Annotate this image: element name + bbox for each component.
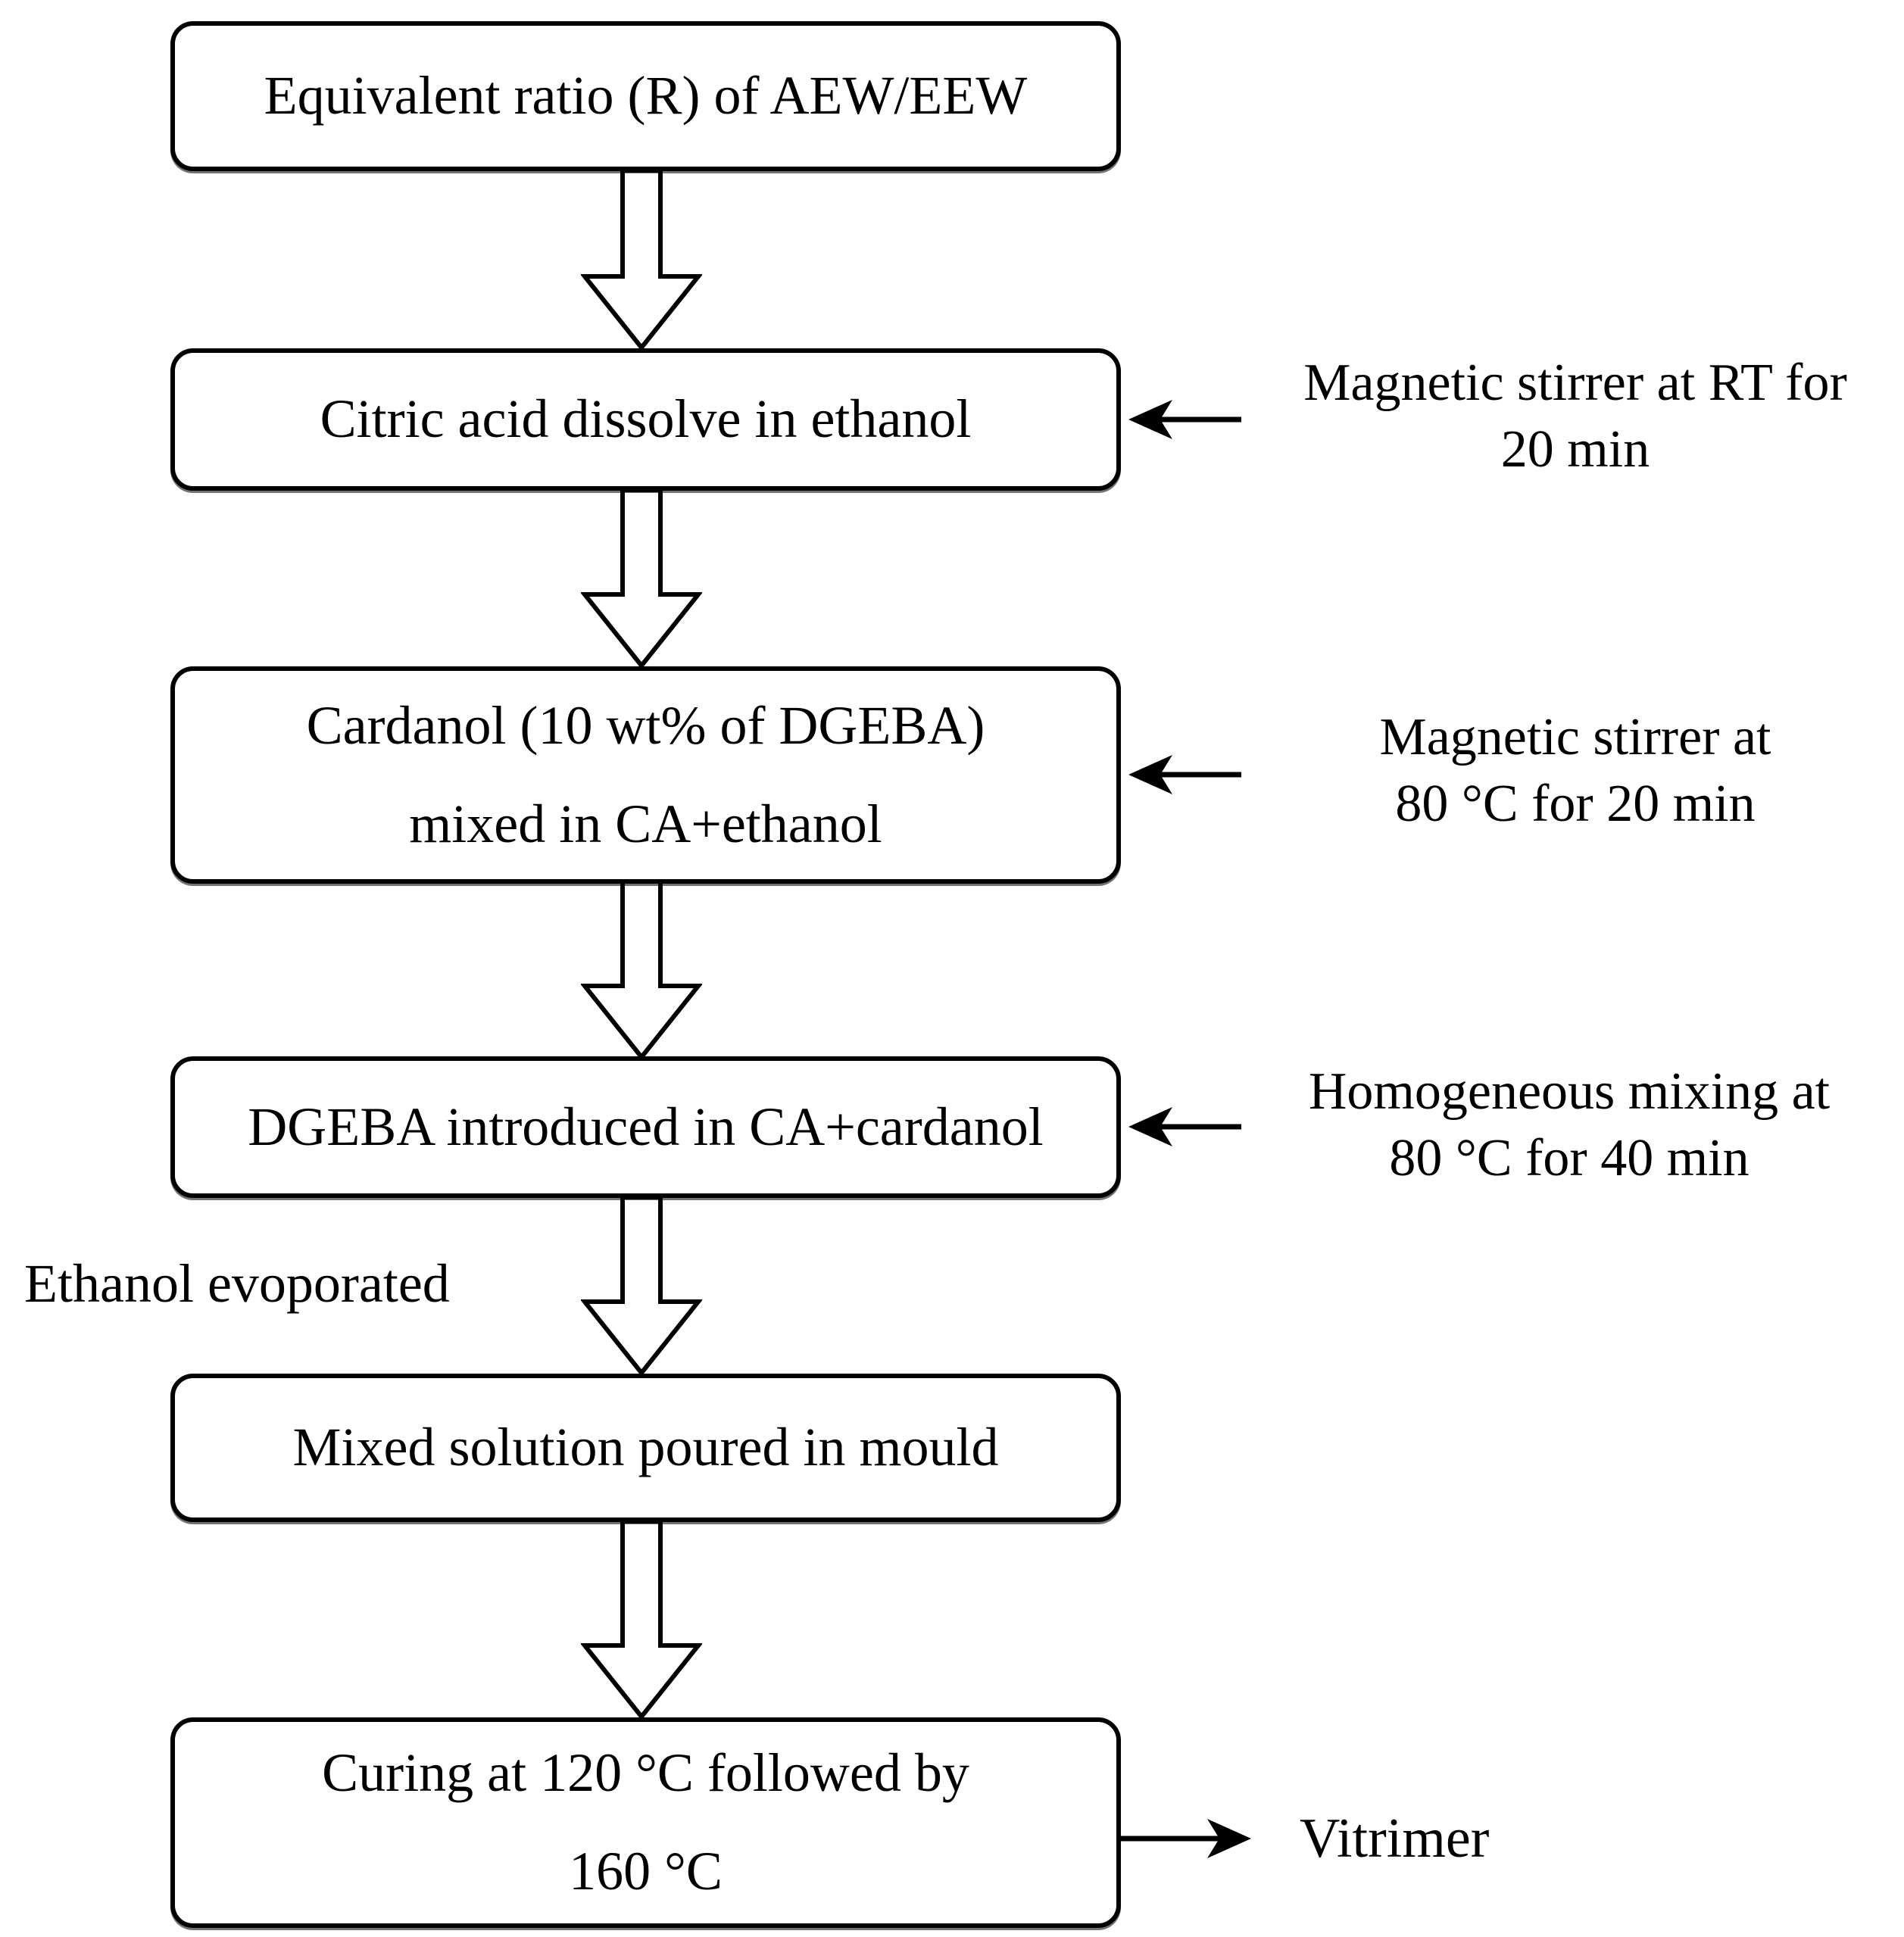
annotation-line1: Magnetic stirrer at RT for — [1303, 354, 1847, 412]
annotation-magnetic-stirrer-80c: Magnetic stirrer at 80 °C for 20 min — [1250, 704, 1901, 837]
arrow-down-icon — [581, 1195, 702, 1375]
annotation-line2: 20 min — [1500, 420, 1650, 479]
ethanol-evaporated-label: Ethanol evoporated — [24, 1253, 450, 1314]
flow-box-citric-acid: Citric acid dissolve in ethanol — [170, 348, 1121, 491]
flow-box-cardanol-mix: Cardanol (10 wt% of DGEBA) mixed in CA+e… — [170, 666, 1121, 884]
flow-box-curing: Curing at 120 °C followed by 160 °C — [170, 1717, 1121, 1928]
flow-box-label: Citric acid dissolve in ethanol — [320, 388, 972, 450]
flow-box-label-line2: 160 °C — [569, 1841, 723, 1901]
annotation-line1: Magnetic stirrer at — [1379, 708, 1771, 766]
arrow-left-icon — [1128, 400, 1241, 439]
annotation-line2: 80 °C for 40 min — [1389, 1128, 1749, 1187]
arrow-down-icon — [581, 1519, 702, 1719]
flow-box-label-line1: Cardanol (10 wt% of DGEBA) — [306, 694, 985, 756]
flow-box-label-line2: mixed in CA+ethanol — [409, 793, 882, 854]
flow-box-label: Equivalent ratio (R) of AEW/EEW — [264, 65, 1028, 126]
flow-box-label: Mixed solution poured in mould — [292, 1417, 999, 1478]
arrow-down-icon — [581, 488, 702, 668]
flow-box-equivalent-ratio: Equivalent ratio (R) of AEW/EEW — [170, 21, 1121, 171]
annotation-homogeneous-mixing: Homogeneous mixing at 80 °C for 40 min — [1234, 1059, 1904, 1191]
annotation-line1: Homogeneous mixing at — [1308, 1062, 1831, 1121]
arrow-left-icon — [1128, 1107, 1241, 1146]
flow-box-poured-in-mould: Mixed solution poured in mould — [170, 1374, 1121, 1522]
annotation-line2: 80 °C for 20 min — [1395, 774, 1756, 833]
annotation-magnetic-stirrer-rt: Magnetic stirrer at RT for 20 min — [1250, 350, 1901, 482]
vitrimer-label: Vitrimer — [1300, 1808, 1490, 1870]
arrow-down-icon — [581, 879, 702, 1059]
arrow-left-icon — [1128, 755, 1241, 794]
flow-box-label: DGEBA introduced in CA+cardanol — [248, 1096, 1044, 1158]
flow-box-label-line1: Curing at 120 °C followed by — [322, 1742, 969, 1804]
arrow-right-icon — [1121, 1819, 1251, 1858]
flow-box-dgeba-introduced: DGEBA introduced in CA+cardanol — [170, 1056, 1121, 1198]
arrow-down-icon — [581, 168, 702, 350]
